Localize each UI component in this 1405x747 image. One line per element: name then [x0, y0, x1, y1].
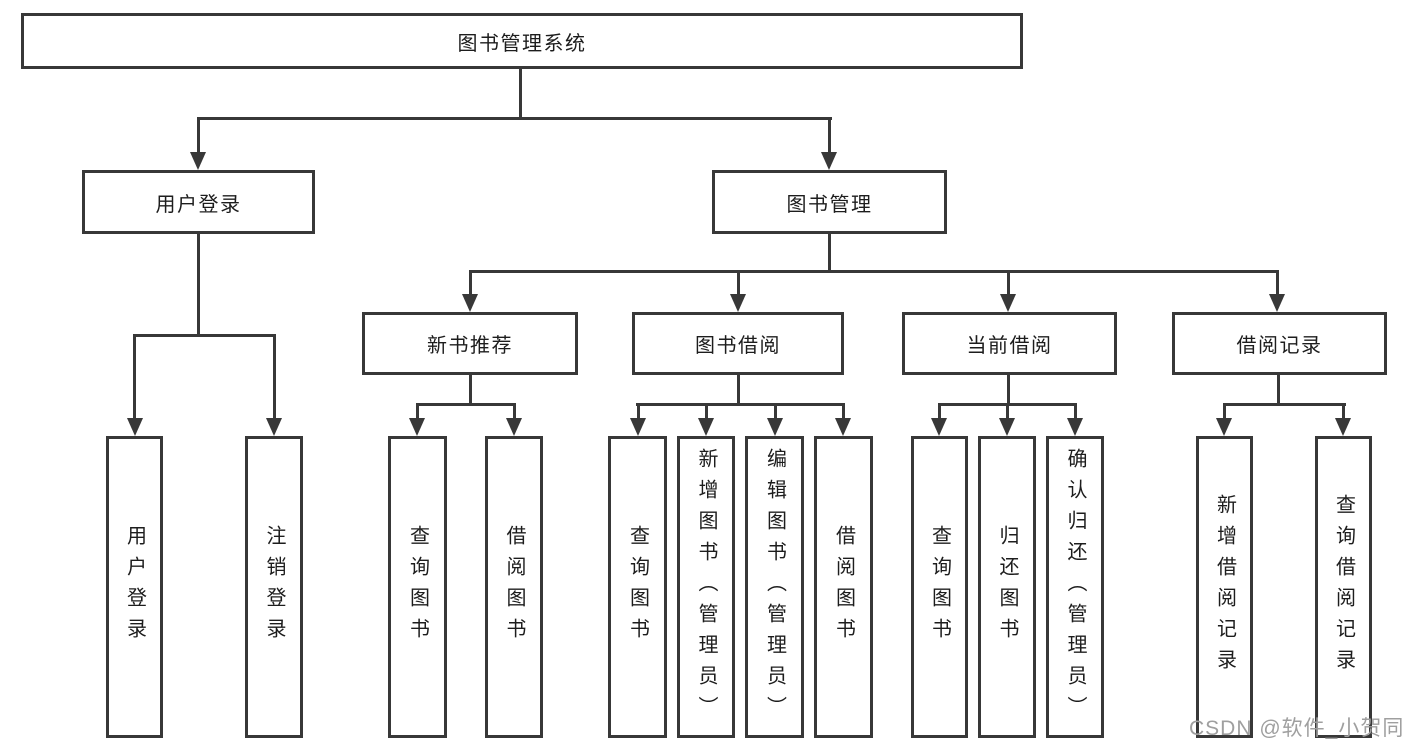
connector-vertical — [1342, 403, 1345, 421]
connector-horizontal — [636, 403, 845, 406]
arrow-down-icon — [730, 294, 746, 312]
connector-vertical — [469, 375, 472, 406]
node-label: 用户登录 — [155, 193, 242, 216]
node-label: 归还图书 — [996, 525, 1018, 649]
node-query-borrow-record-leaf: 查询借阅记录 — [1315, 436, 1372, 738]
watermark: CSDN @软件_小贺同学 — [1189, 717, 1405, 740]
node-label: 注销登录 — [263, 525, 285, 649]
node-label: 借阅图书 — [503, 525, 525, 649]
arrow-down-icon — [1269, 294, 1285, 312]
node-query-books-leaf-3: 查询图书 — [911, 436, 968, 738]
node-label: 确认归还（管理员） — [1064, 447, 1086, 727]
connector-vertical — [637, 403, 640, 421]
node-user-login-leaf: 用户登录 — [106, 436, 163, 738]
arrow-down-icon — [1067, 418, 1083, 436]
arrow-down-icon — [190, 152, 206, 170]
arrow-down-icon — [999, 418, 1015, 436]
node-label: 借阅记录 — [1236, 335, 1323, 357]
connector-vertical — [1007, 270, 1010, 297]
connector-vertical — [737, 375, 740, 406]
node-logout-leaf: 注销登录 — [245, 436, 303, 738]
node-label: 编辑图书（管理员） — [763, 447, 786, 727]
connector-vertical — [416, 403, 419, 421]
node-label: 图书借阅 — [695, 335, 781, 357]
node-label: 新增借阅记录 — [1213, 494, 1236, 680]
arrow-down-icon — [1000, 294, 1016, 312]
node-query-books-leaf-2: 查询图书 — [608, 436, 667, 738]
connector-vertical — [938, 403, 941, 421]
connector-horizontal — [416, 403, 516, 406]
node-label: 新书推荐 — [427, 335, 513, 357]
connector-horizontal — [133, 334, 276, 337]
connector-vertical — [828, 117, 831, 154]
node-label: 借阅图书 — [832, 525, 855, 649]
arrow-down-icon — [462, 294, 478, 312]
node-new-book-recommendation: 新书推荐 — [362, 312, 578, 375]
node-label: 图书管理系统 — [457, 32, 587, 55]
node-return-books-leaf: 归还图书 — [978, 436, 1036, 738]
arrow-down-icon — [127, 418, 143, 436]
arrow-down-icon — [767, 418, 783, 436]
arrow-down-icon — [698, 418, 714, 436]
connector-vertical — [469, 270, 472, 297]
connector-vertical — [705, 403, 708, 421]
connector-horizontal — [1223, 403, 1346, 406]
node-label: 当前借阅 — [966, 335, 1053, 357]
connector-vertical — [842, 403, 845, 421]
node-query-books-leaf-1: 查询图书 — [388, 436, 447, 738]
node-book-management: 图书管理 — [712, 170, 947, 234]
connector-vertical — [1223, 403, 1226, 421]
connector-vertical — [1007, 375, 1010, 406]
arrow-down-icon — [835, 418, 851, 436]
connector-vertical — [1276, 270, 1279, 297]
node-confirm-return-admin-leaf: 确认归还（管理员） — [1046, 436, 1104, 738]
node-label: 查询图书 — [406, 525, 429, 649]
connector-horizontal — [197, 117, 832, 120]
connector-vertical — [273, 334, 276, 421]
node-add-book-admin-leaf: 新增图书（管理员） — [677, 436, 735, 738]
connector-vertical — [828, 233, 831, 273]
node-borrow-books-leaf-2: 借阅图书 — [814, 436, 873, 738]
connector-vertical — [737, 270, 740, 297]
node-library-management-system: 图书管理系统 — [21, 13, 1023, 69]
connector-vertical — [1277, 375, 1280, 406]
connector-vertical — [774, 403, 777, 421]
node-label: 查询借阅记录 — [1332, 494, 1355, 680]
connector-vertical — [133, 334, 136, 421]
connector-vertical — [519, 67, 522, 120]
node-label: 查询图书 — [626, 525, 649, 649]
node-label: 用户登录 — [123, 525, 146, 649]
arrow-down-icon — [1216, 418, 1232, 436]
node-book-borrowing: 图书借阅 — [632, 312, 844, 375]
node-label: 查询图书 — [928, 525, 951, 649]
arrow-down-icon — [931, 418, 947, 436]
arrow-down-icon — [506, 418, 522, 436]
connector-vertical — [1006, 403, 1009, 421]
connector-vertical — [197, 117, 200, 154]
node-label: 图书管理 — [786, 193, 873, 216]
arrow-down-icon — [630, 418, 646, 436]
node-current-borrowing: 当前借阅 — [902, 312, 1117, 375]
node-borrowing-records: 借阅记录 — [1172, 312, 1387, 375]
node-user-login-branch: 用户登录 — [82, 170, 315, 234]
arrow-down-icon — [266, 418, 282, 436]
arrow-down-icon — [1335, 418, 1351, 436]
arrow-down-icon — [821, 152, 837, 170]
node-edit-book-admin-leaf: 编辑图书（管理员） — [745, 436, 804, 738]
node-label: 新增图书（管理员） — [695, 447, 717, 727]
node-add-borrow-record-leaf: 新增借阅记录 — [1196, 436, 1253, 738]
connector-vertical — [197, 233, 200, 337]
connector-vertical — [1074, 403, 1077, 421]
arrow-down-icon — [409, 418, 425, 436]
node-borrow-books-leaf-1: 借阅图书 — [485, 436, 543, 738]
connector-vertical — [513, 403, 516, 421]
connector-horizontal — [469, 270, 1279, 273]
